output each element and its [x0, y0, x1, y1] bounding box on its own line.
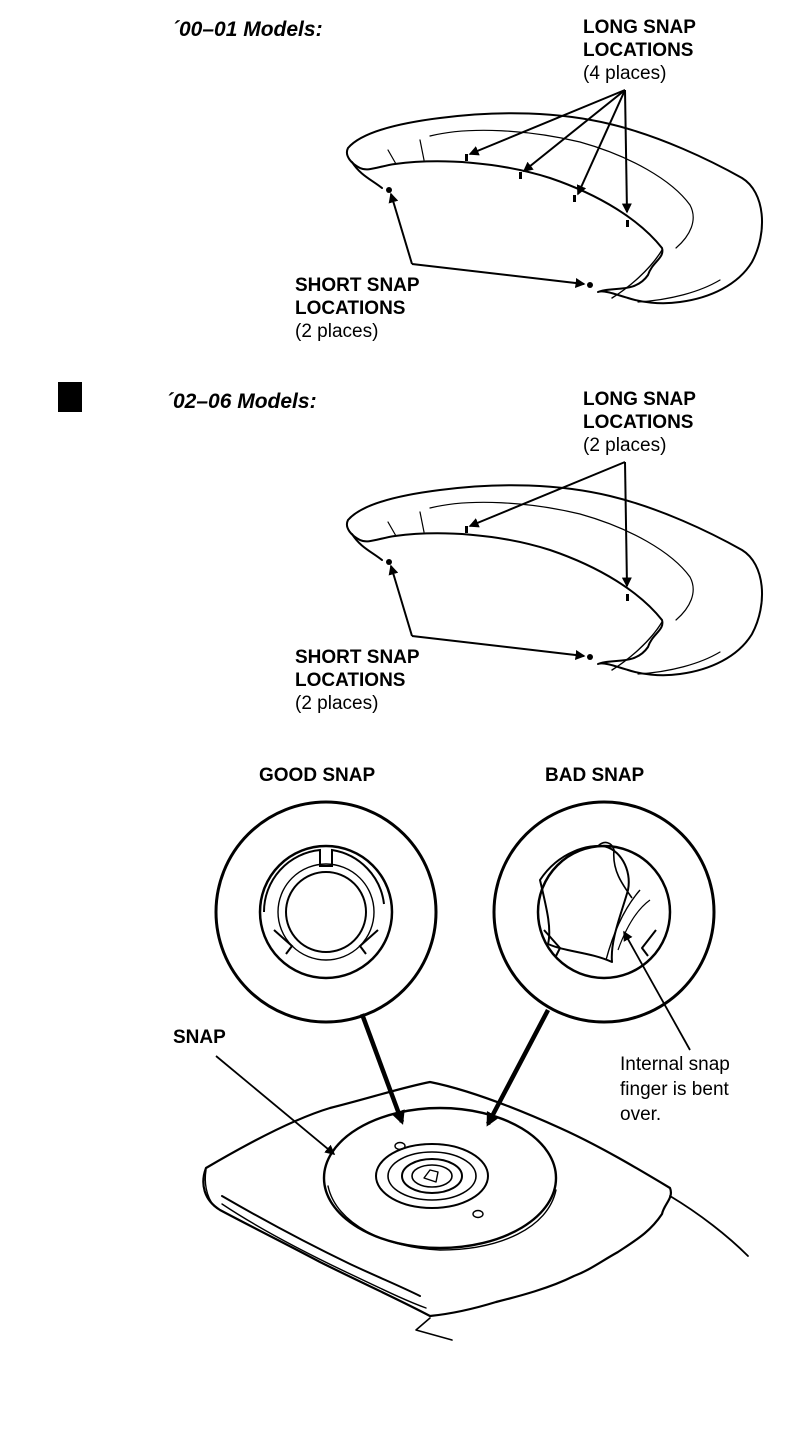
detail-arrows	[215, 930, 691, 1155]
short-snap-label-1-line2: LOCATIONS	[295, 298, 406, 319]
section-1-title: ´00–01 Models:	[172, 18, 323, 41]
revision-marker	[58, 382, 82, 412]
seat-cover-drawing-2	[346, 484, 763, 677]
snap-dots-2	[386, 526, 629, 660]
long-snap-label-2-count: (2 places)	[583, 435, 667, 456]
long-snap-label-2-line2: LOCATIONS	[583, 412, 694, 433]
long-snap-label-1-count: (4 places)	[583, 63, 667, 84]
good-snap-label: GOOD SNAP	[259, 765, 376, 786]
seat-cover-drawing-1	[346, 112, 763, 305]
bad-snap-label: BAD SNAP	[545, 765, 645, 786]
leader-lines-1	[388, 89, 632, 288]
leader-lines-2	[388, 461, 632, 660]
short-snap-label-2-count: (2 places)	[295, 693, 379, 714]
long-snap-label-2-line1: LONG SNAP	[583, 389, 696, 410]
short-snap-label-1-count: (2 places)	[295, 321, 379, 342]
bent-finger-note-line1: Internal snap	[620, 1054, 730, 1075]
short-snap-label-2-line1: SHORT SNAP	[295, 647, 420, 668]
good-snap-detail	[214, 800, 438, 1024]
snap-label: SNAP	[173, 1027, 226, 1048]
long-snap-label-1-line2: LOCATIONS	[583, 40, 694, 61]
bent-finger-note-line3: over.	[620, 1104, 662, 1125]
short-snap-label-2-line2: LOCATIONS	[295, 670, 406, 691]
section-2-title: ´02–06 Models:	[166, 390, 317, 413]
seat-with-snap	[202, 1080, 749, 1341]
bad-snap-detail	[492, 800, 716, 1024]
short-snap-label-1-line1: SHORT SNAP	[295, 275, 420, 296]
bent-finger-note-line2: finger is bent	[620, 1079, 729, 1100]
snap-dots-1	[386, 154, 629, 288]
long-snap-label-1-line1: LONG SNAP	[583, 17, 696, 38]
